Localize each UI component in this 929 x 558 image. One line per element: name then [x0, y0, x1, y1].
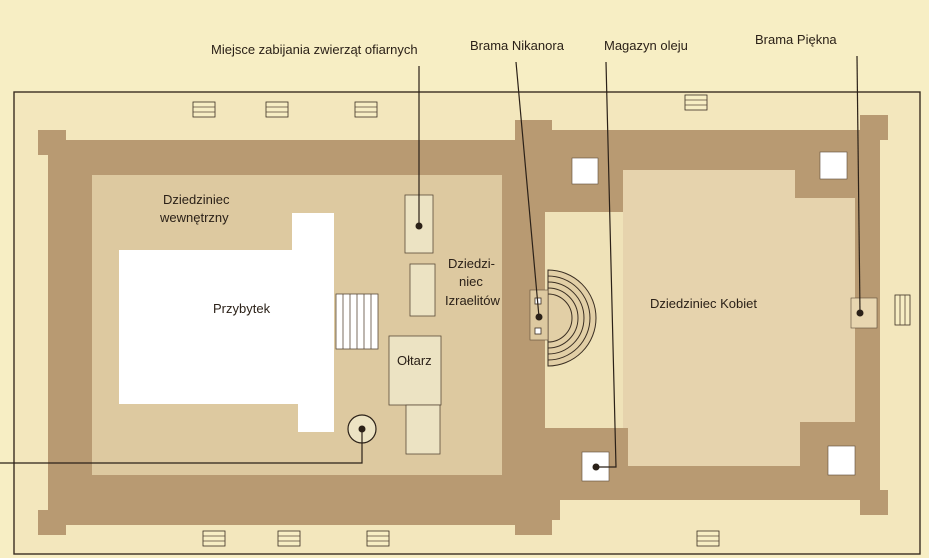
leader-laver — [0, 429, 363, 464]
leader-oil — [596, 61, 617, 468]
leader-nicanor — [515, 61, 540, 318]
beautiful-gate-opening — [850, 297, 878, 329]
middle-block — [409, 263, 436, 317]
corner-room-nw — [571, 157, 599, 185]
nicanor-gate-post-bottom — [534, 327, 542, 335]
label-nicanor-gate: Brama Nikanora — [470, 38, 565, 53]
label-altar: Ołtarz — [397, 353, 432, 368]
label-slaughter-place: Miejsce zabijania zwierząt ofiarnych — [211, 42, 418, 57]
label-tabernacle: Przybytek — [213, 301, 271, 316]
tabernacle — [119, 213, 334, 432]
label-beautiful-gate: Brama Piękna — [755, 32, 837, 47]
outer-steps-bottom — [202, 530, 720, 547]
label-israelite-court-1: Dziedzi- — [448, 256, 495, 271]
corner-room-se — [827, 445, 856, 476]
label-israelite-court-2: niec — [459, 274, 483, 289]
altar-ramp — [405, 404, 441, 455]
label-inner-court-2: wewnętrzny — [159, 210, 229, 225]
altar — [388, 335, 442, 406]
tabernacle-stairs — [335, 293, 379, 350]
nicanor-gate-steps — [547, 269, 597, 367]
label-women-court: Dziedziniec Kobiet — [650, 296, 757, 311]
outer-steps-right — [894, 294, 911, 326]
leader-beautiful — [856, 55, 861, 314]
label-inner-court-1: Dziedziniec — [163, 192, 230, 207]
outer-steps-top — [192, 94, 708, 118]
label-oil-store: Magazyn oleju — [604, 38, 688, 53]
label-israelite-court-3: Izraelitów — [445, 293, 501, 308]
corner-room-ne — [819, 151, 848, 180]
women-court-floor — [623, 170, 855, 466]
